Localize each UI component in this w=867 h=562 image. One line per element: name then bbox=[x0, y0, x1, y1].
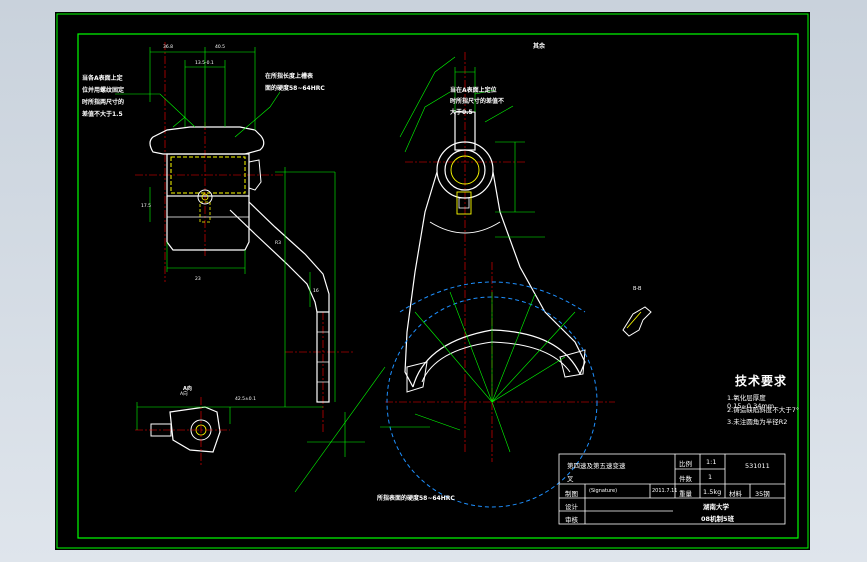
svg-text:36.8: 36.8 bbox=[163, 44, 173, 50]
note-mid-2: 面的硬度58~64HRC bbox=[265, 84, 325, 92]
requirement-item-2: 2.铸造缺陷斜度不大于7° bbox=[727, 406, 800, 414]
left-dim-texts: 36.8 40.5 13.5-0.1 23 17.5 42.5±0.1 A向 R3 16 bbox=[141, 44, 319, 402]
qty-label: 件数 bbox=[679, 475, 692, 483]
right-view-dimensions bbox=[380, 56, 545, 431]
drawn-label: 制图 bbox=[565, 490, 578, 498]
material-label: 材料 bbox=[729, 490, 742, 498]
note-left-4: 差值不大于1.5 bbox=[82, 110, 123, 118]
left-view-dimensions bbox=[115, 47, 386, 493]
svg-text:17.5: 17.5 bbox=[141, 203, 151, 209]
drawn-signature: (Signature) bbox=[589, 488, 618, 494]
view-label-bb: B-B bbox=[633, 286, 642, 292]
requirement-item-1: 1.氧化层厚度0.15~0.34mm bbox=[727, 394, 775, 410]
check-label: 审核 bbox=[565, 516, 578, 524]
school-name: 湖南大学 bbox=[703, 503, 729, 511]
svg-text:40.5: 40.5 bbox=[215, 44, 225, 50]
section-label: A向 bbox=[183, 385, 192, 392]
svg-text:13.5-0.1: 13.5-0.1 bbox=[195, 60, 214, 66]
svg-text:42.5±0.1: 42.5±0.1 bbox=[235, 396, 256, 402]
weight-label: 重量 bbox=[679, 490, 692, 498]
qty-value: 1 bbox=[708, 473, 713, 481]
part-name-line1: 第四速及第五速变速 bbox=[567, 462, 626, 470]
drawing-sheet: 36.8 40.5 13.5-0.1 23 17.5 42.5±0.1 A向 R3 16 bbox=[56, 13, 809, 549]
left-view bbox=[135, 42, 355, 467]
scale-value: 1:1 bbox=[706, 458, 717, 466]
note-right-1: 当在A表面上定位 bbox=[450, 86, 497, 94]
requirement-item-3: 3.未注圆角为半径R2 bbox=[727, 418, 788, 426]
bottom-note: 所指表面的硬度58~64HRC bbox=[377, 494, 455, 502]
drawing-canvas: 36.8 40.5 13.5-0.1 23 17.5 42.5±0.1 A向 R3 16 bbox=[55, 12, 810, 550]
note-right-3: 大于0.5 bbox=[450, 108, 473, 116]
design-label: 设计 bbox=[565, 503, 578, 511]
inner-border bbox=[77, 33, 799, 539]
material-value: 35钢 bbox=[755, 490, 770, 498]
requirements-title: 技术要求 bbox=[735, 374, 788, 388]
note-left-2: 位并用螺纹固定 bbox=[82, 86, 124, 94]
right-view bbox=[385, 52, 615, 508]
part-name-line2: 叉 bbox=[567, 475, 574, 483]
svg-text:16: 16 bbox=[313, 288, 319, 294]
weight-value: 1.5kg bbox=[703, 488, 722, 496]
drawing-number: 531011 bbox=[745, 462, 770, 470]
svg-text:23: 23 bbox=[195, 276, 201, 282]
note-left-3: 时所指两尺寸的 bbox=[82, 98, 124, 106]
title-block bbox=[558, 453, 786, 525]
svg-text:A向: A向 bbox=[180, 390, 188, 397]
note-left-1: 当各A表面上定 bbox=[82, 74, 123, 82]
surface-label: 其余 bbox=[533, 42, 546, 50]
note-mid-1: 在所指长度上槽表 bbox=[265, 72, 314, 80]
drawn-date: 2011.7.11 bbox=[652, 488, 678, 494]
section-b-view bbox=[622, 306, 652, 337]
scale-label: 比例 bbox=[679, 460, 692, 468]
note-right-2: 时所指尺寸的差值不 bbox=[450, 97, 504, 105]
annotation-notes: 当各A表面上定 位并用螺纹固定 时所指两尺寸的 差值不大于1.5 在所指长度上槽… bbox=[82, 42, 546, 502]
class-name: 08机制5班 bbox=[701, 515, 735, 523]
outer-border bbox=[56, 13, 809, 549]
svg-text:R3: R3 bbox=[275, 240, 281, 246]
